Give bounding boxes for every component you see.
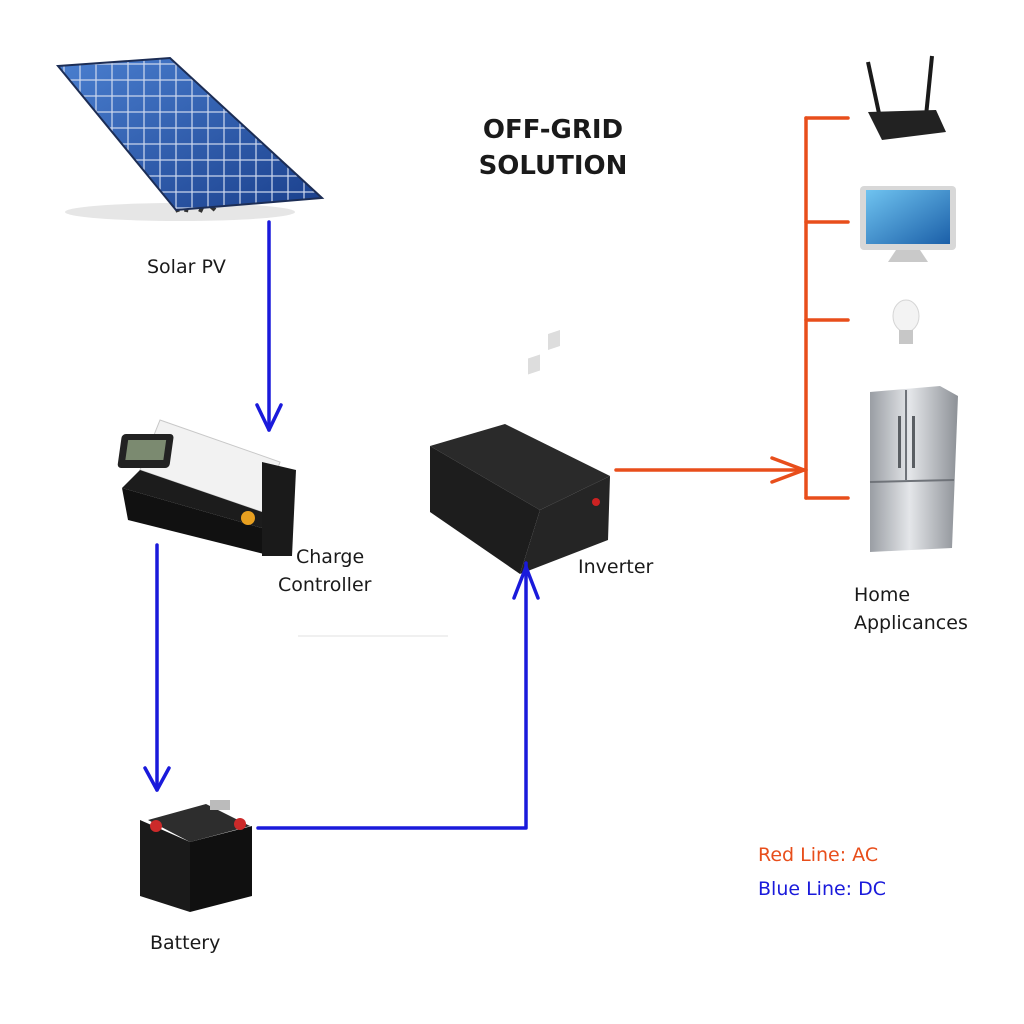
inverter-icon xyxy=(430,330,610,574)
monitor-icon xyxy=(860,186,956,262)
title-line-2: SOLUTION xyxy=(478,151,628,181)
solar-pv-label: Solar PV xyxy=(147,256,226,278)
charge-controller-icon xyxy=(117,419,296,556)
inverter-to-appliances-arrowhead xyxy=(770,456,806,484)
title-line-1: OFF-GRID xyxy=(482,115,624,145)
dc-flow-lines xyxy=(143,220,540,830)
home-appliances-label-line2: Applicances xyxy=(854,612,968,634)
solar-to-controller-arrowhead xyxy=(255,403,283,432)
legend-dc: Blue Line: DC xyxy=(758,878,887,900)
home-appliances-label-line1: Home xyxy=(854,584,911,606)
battery-to-inverter-line xyxy=(256,561,528,830)
light-bulb-icon xyxy=(892,299,920,344)
solar-panel-icon xyxy=(56,56,325,221)
router-icon xyxy=(866,55,946,140)
charge-controller-label-line2: Controller xyxy=(278,574,372,596)
diagram-title: OFF-GRID SOLUTION xyxy=(440,112,666,184)
battery-to-inverter-arrowhead xyxy=(512,565,540,600)
legend-ac: Red Line: AC xyxy=(758,844,879,866)
ac-flow-lines xyxy=(614,116,850,500)
controller-to-battery-arrowhead xyxy=(143,766,171,792)
charge-controller-label-line1: Charge xyxy=(296,546,365,568)
battery-label: Battery xyxy=(150,932,221,954)
battery-icon xyxy=(140,800,252,912)
refrigerator-icon xyxy=(869,386,958,552)
inverter-label: Inverter xyxy=(578,556,654,578)
